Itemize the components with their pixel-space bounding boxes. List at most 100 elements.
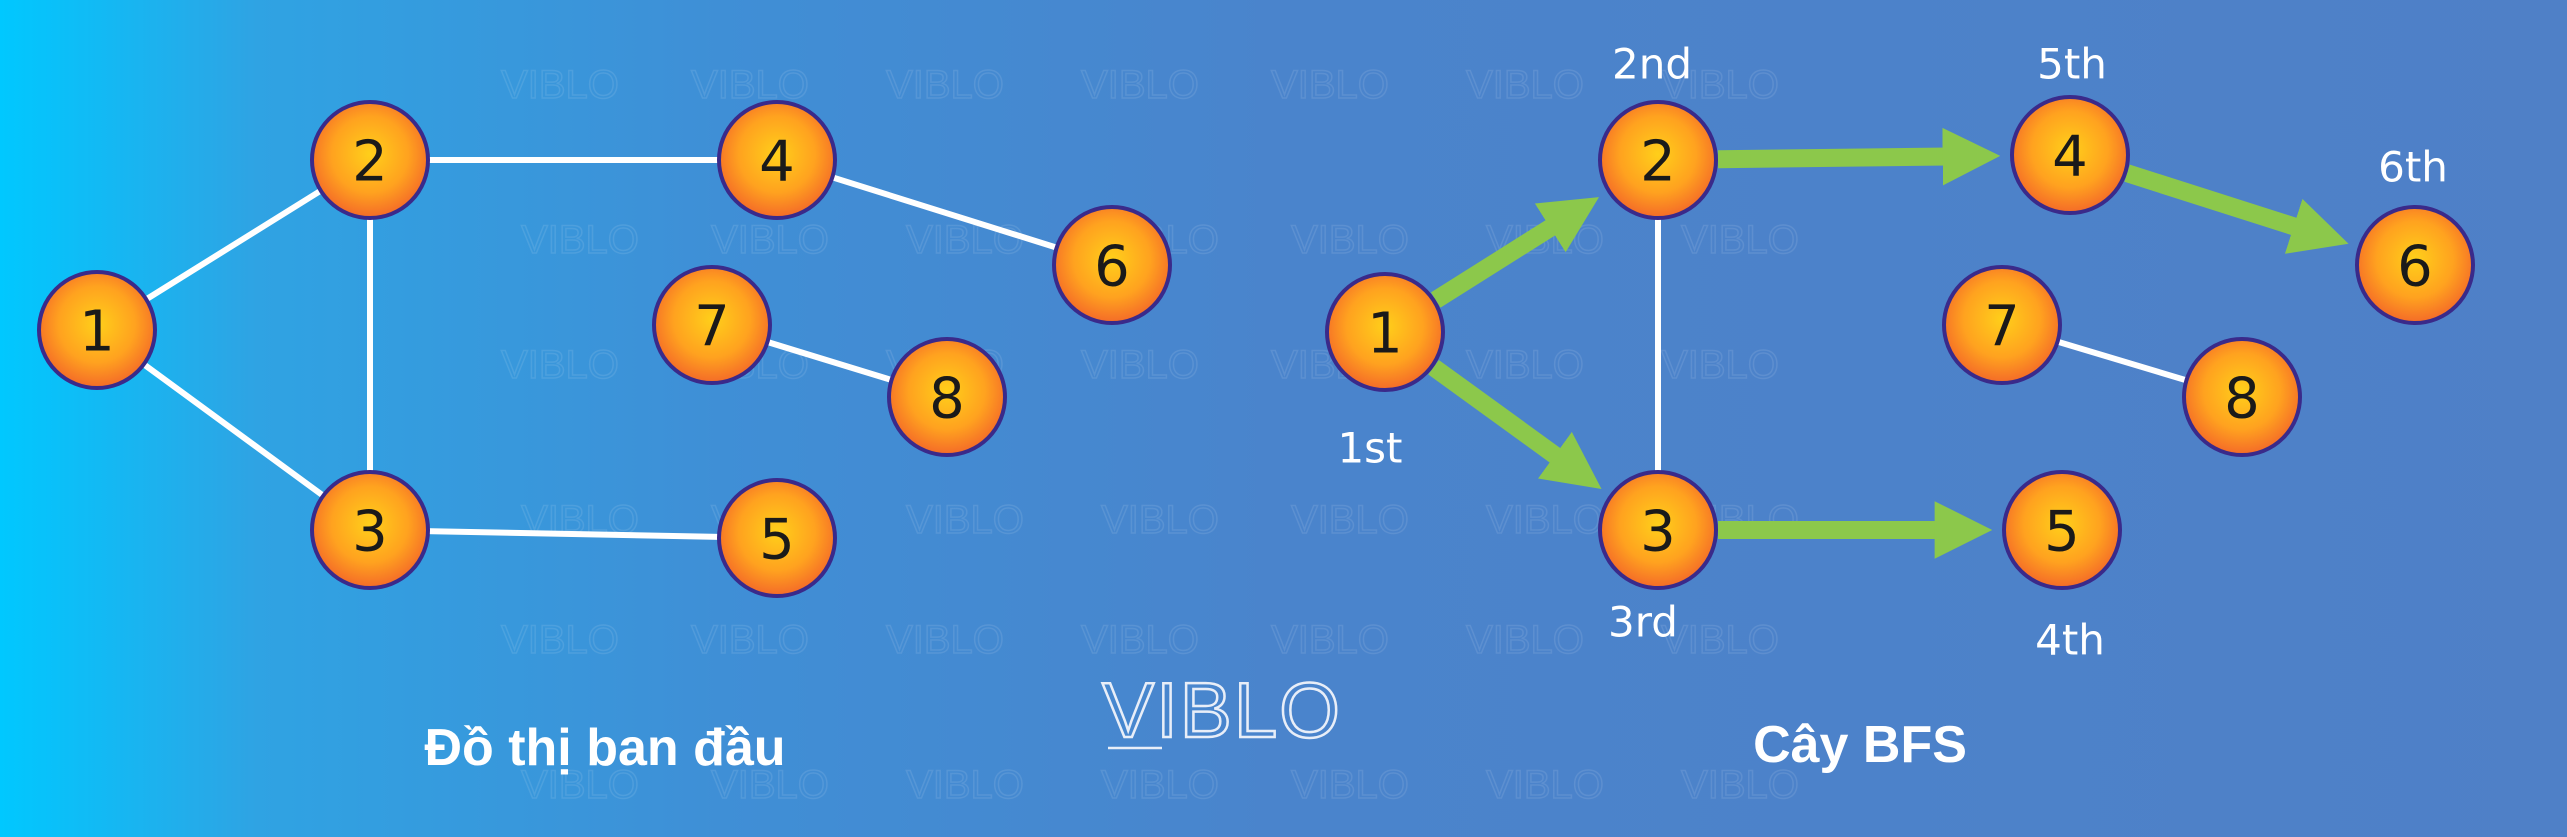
bfs-node-label-7: 7 [1984,295,2020,360]
watermark-text-38: VIBLO [1101,763,1219,807]
watermark-text-7: VIBLO [521,218,639,262]
caption-original-graph: Đồ thị ban đầu [424,719,785,777]
watermark-text-3: VIBLO [1081,63,1199,107]
watermark-text-35: VIBLO [521,763,639,807]
bfs-node-label-6: 6 [2397,235,2433,300]
watermark-text-29: VIBLO [691,618,809,662]
watermark-text-2: VIBLO [886,63,1004,107]
watermark-text-30: VIBLO [886,618,1004,662]
node-layer: 1 2 3 4 5 6 7 8 1 2 3 4 5 6 7 8 [37,95,2475,598]
original-node-circle-6 [1052,205,1172,325]
original-node-circle-8 [887,337,1007,457]
watermark-text-9: VIBLO [906,218,1024,262]
bfs-node-label-8: 8 [2224,367,2260,432]
original-node-circle-1 [37,270,157,390]
original-node-circle-4 [717,100,837,220]
visit-order-label-4: 5th [2037,40,2107,89]
caption-bfs-tree: Cây BFS [1753,716,1967,774]
watermark-text-6: VIBLO [1661,63,1779,107]
watermark-text-8: VIBLO [711,218,829,262]
bfs-tree-arrow-1-2 [1430,197,1599,308]
original-node-5: 5 [717,478,837,598]
visit-order-label-1: 1st [1337,424,1402,473]
bfs-node-7: 7 [1942,265,2062,385]
watermark-text-41: VIBLO [1681,763,1799,807]
bfs-tree-arrow-1-3 [1428,359,1602,490]
bfs-node-circle-2 [1598,100,1718,220]
bfs-node-label-2: 2 [1640,130,1676,195]
watermark-text-13: VIBLO [1681,218,1799,262]
original-node-label-5: 5 [759,508,795,573]
original-node-label-2: 2 [352,130,388,195]
original-node-label-3: 3 [352,500,388,565]
visit-order-label-5: 4th [2035,616,2105,665]
original-node-label-8: 8 [929,367,965,432]
bfs-node-circle-8 [2182,337,2302,457]
bfs-node-circle-3 [1598,470,1718,590]
original-node-2: 2 [310,100,430,220]
original-node-4: 4 [717,100,837,220]
original-edge-3-5 [367,527,780,541]
original-node-3: 3 [310,470,430,590]
watermark-text-32: VIBLO [1271,618,1389,662]
watermark-text-17: VIBLO [1081,343,1199,387]
watermark-text-24: VIBLO [1101,498,1219,542]
original-node-label-4: 4 [759,130,795,195]
bfs-node-label-3: 3 [1640,500,1676,565]
bfs-node-circle-4 [2010,95,2130,215]
bfs-node-circle-5 [2002,470,2122,590]
visit-order-label-3: 3rd [1608,598,1678,647]
bfs-node-circle-6 [2355,205,2475,325]
original-node-circle-2 [310,100,430,220]
watermark-text-5: VIBLO [1466,63,1584,107]
original-node-label-7: 7 [694,295,730,360]
bfs-tree-arrow-4-6 [2124,164,2349,254]
bfs-node-label-1: 1 [1367,302,1403,367]
bfs-node-4: 4 [2010,95,2130,215]
watermark-text-1: VIBLO [691,63,809,107]
bfs-node-1: 1 [1325,272,1445,392]
original-node-circle-7 [652,265,772,385]
watermark-text-20: VIBLO [1661,343,1779,387]
watermark-text-40: VIBLO [1486,763,1604,807]
watermark-text-14: VIBLO [501,343,619,387]
bfs-node-label-5: 5 [2044,500,2080,565]
original-node-1: 1 [37,270,157,390]
original-node-circle-5 [717,478,837,598]
watermark-text-37: VIBLO [906,763,1024,807]
original-node-7: 7 [652,265,772,385]
original-node-8: 8 [887,337,1007,457]
label-layer: Đồ thị ban đầu Cây BFS VIBLO 1st 2nd 3rd 5t… [424,40,2447,778]
watermark-text-36: VIBLO [711,763,829,807]
bfs-node-5: 5 [2002,470,2122,590]
watermark-text-28: VIBLO [501,618,619,662]
original-node-6: 6 [1052,205,1172,325]
watermark-text-33: VIBLO [1466,618,1584,662]
watermark-text-19: VIBLO [1466,343,1584,387]
bfs-node-3: 3 [1598,470,1718,590]
original-node-circle-3 [310,470,430,590]
watermark-text-26: VIBLO [1486,498,1604,542]
original-node-label-6: 6 [1094,235,1130,300]
bfs-node-6: 6 [2355,205,2475,325]
bfs-node-8: 8 [2182,337,2302,457]
viblo-logo: VIBLO [1102,666,1342,754]
watermark-text-25: VIBLO [1291,498,1409,542]
bfs-node-label-4: 4 [2052,125,2088,190]
watermark-text-4: VIBLO [1271,63,1389,107]
visit-order-label-2: 2nd [1612,40,1692,89]
watermark-text-34: VIBLO [1661,618,1779,662]
bfs-node-2: 2 [1598,100,1718,220]
original-node-label-1: 1 [79,300,115,365]
visit-order-label-6: 6th [2378,143,2448,192]
bfs-node-circle-7 [1942,265,2062,385]
watermark-text-31: VIBLO [1081,618,1199,662]
watermark-text-11: VIBLO [1291,218,1409,262]
watermark-text-39: VIBLO [1291,763,1409,807]
bfs-node-circle-1 [1325,272,1445,392]
watermark-text-0: VIBLO [501,63,619,107]
bfs-tree-arrow-2-4 [1717,127,2001,186]
watermark-layer: VIBLO VIBLO VIBLO VIBLO VIBLO VIBLO VIBLO VIBLO… [500,62,1799,808]
